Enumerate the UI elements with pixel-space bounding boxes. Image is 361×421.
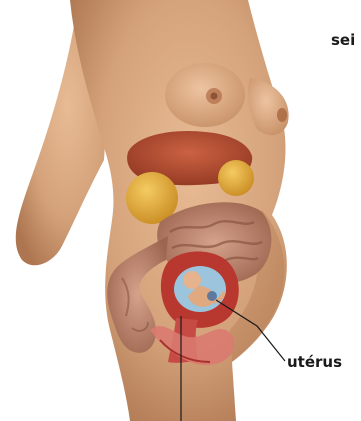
label-top: sei [331, 33, 355, 48]
label-uterus: utérus [287, 355, 342, 370]
stomach-right [218, 160, 254, 196]
